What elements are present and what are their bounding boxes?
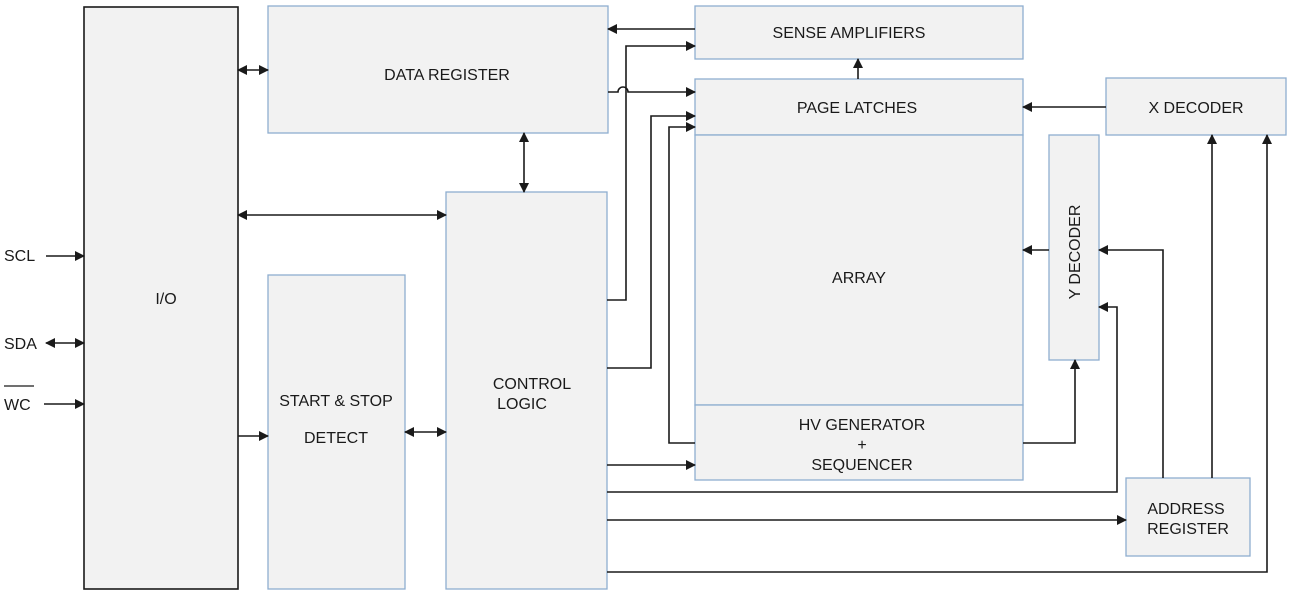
- sense-amplifiers-block: SENSE AMPLIFIERS: [694, 5, 1024, 60]
- start-stop-detect-block: START & STOP DETECT: [267, 274, 406, 590]
- connections: [237, 24, 1272, 573]
- pin-wc-label: WC: [4, 397, 31, 414]
- control-to-y-decoder: [607, 302, 1118, 493]
- pin-sda-label: SDA: [4, 336, 37, 353]
- control-logic-block: CONTROL LOGIC: [445, 191, 608, 590]
- hv-to-y-decoder: [1023, 359, 1080, 444]
- data-register-to-page-latches: [608, 86, 696, 97]
- array-label: ARRAY: [832, 270, 886, 287]
- address-register-block: ADDRESS REGISTER: [1125, 477, 1251, 557]
- control-to-page-latches: [607, 111, 696, 369]
- hv-generator-label-line1: HV GENERATOR: [799, 417, 926, 434]
- control-logic-label-line2: LOGIC: [497, 396, 547, 413]
- array-block: ARRAY: [694, 134, 1024, 406]
- pin-wc: WC: [4, 385, 85, 414]
- data-register-label: DATA REGISTER: [384, 67, 510, 84]
- hv-generator-block: HV GENERATOR + SEQUENCER: [694, 404, 1024, 481]
- start-stop-label-line1: START & STOP: [279, 393, 393, 410]
- y-decoder-block: Y DECODER: [1048, 134, 1100, 361]
- control-to-sense-amp: [607, 41, 696, 301]
- io-block: I/O: [83, 6, 239, 590]
- start-stop-label-line2: DETECT: [304, 430, 368, 447]
- io-label: I/O: [155, 291, 176, 308]
- address-register-to-y-decoder: [1098, 245, 1164, 478]
- pin-sda: SDA: [4, 336, 85, 353]
- data-register-block: DATA REGISTER: [267, 5, 609, 134]
- y-decoder-label: Y DECODER: [1067, 205, 1084, 300]
- page-latches-label: PAGE LATCHES: [797, 100, 917, 117]
- control-logic-label-line1: CONTROL: [493, 376, 571, 393]
- sense-amplifiers-label: SENSE AMPLIFIERS: [773, 25, 926, 42]
- hv-to-page-latches: [668, 122, 696, 444]
- address-register-label-line2: REGISTER: [1147, 521, 1229, 538]
- pin-scl-label: SCL: [4, 248, 35, 265]
- control-to-x-decoder: [607, 134, 1272, 573]
- address-register-label-line1: ADDRESS: [1147, 501, 1224, 518]
- x-decoder-block: X DECODER: [1105, 77, 1287, 136]
- pin-scl: SCL: [4, 248, 85, 265]
- hv-generator-label-line2: +: [857, 437, 866, 454]
- hv-generator-label-line3: SEQUENCER: [811, 457, 912, 474]
- page-latches-block: PAGE LATCHES: [694, 78, 1024, 136]
- x-decoder-label: X DECODER: [1148, 100, 1243, 117]
